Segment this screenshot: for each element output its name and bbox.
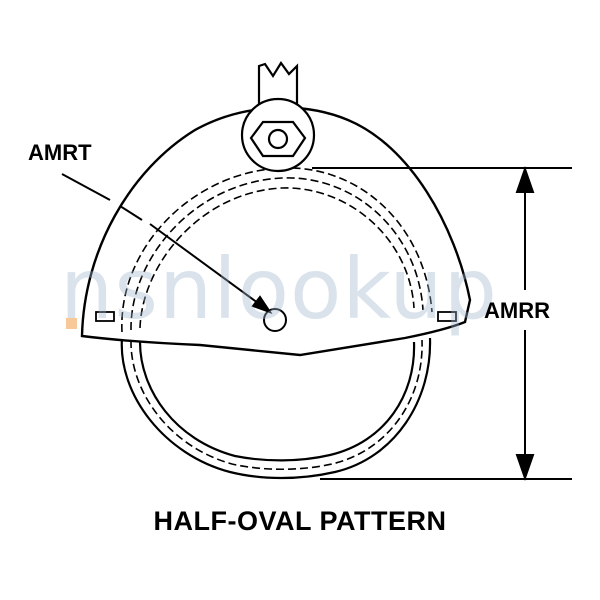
watermark-text: nsnlookup <box>60 240 498 338</box>
top-stud <box>240 61 316 173</box>
amrt-leader <box>61 173 273 314</box>
figure-caption: HALF-OVAL PATTERN <box>153 506 447 536</box>
amrr-label: AMRR <box>484 298 550 323</box>
amrr-dimension <box>312 165 572 482</box>
left-slot <box>95 311 115 322</box>
watermark-accent-square <box>66 318 77 329</box>
center-hole <box>263 308 287 332</box>
amrt-label: AMRT <box>28 140 92 165</box>
right-slot <box>437 311 457 322</box>
clamp-band <box>120 337 432 480</box>
half-oval-housing <box>80 106 472 357</box>
